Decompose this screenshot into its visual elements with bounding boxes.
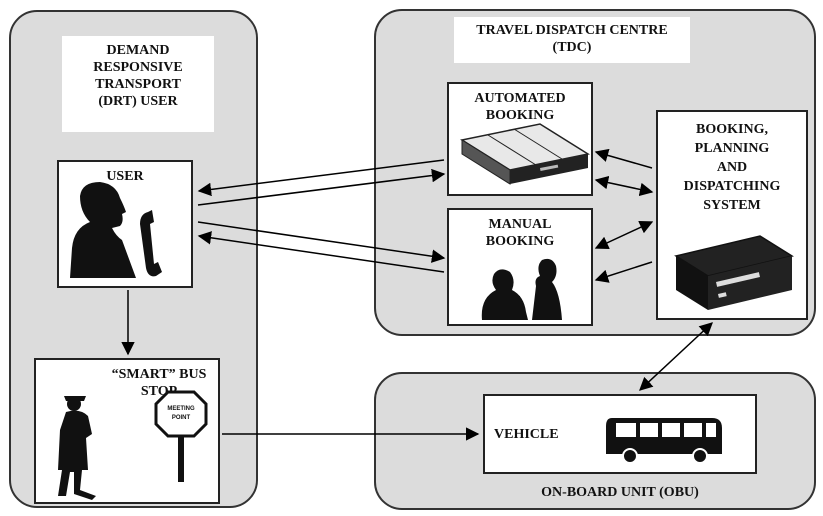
automated-booking-label: AUTOMATED BOOKING bbox=[474, 91, 566, 123]
tdc-title-box bbox=[454, 17, 690, 63]
obu-label: ON-BOARD UNIT (OBU) bbox=[541, 485, 699, 500]
drt-title-box bbox=[62, 36, 214, 132]
manual-booking-label: MANUAL BOOKING bbox=[485, 217, 555, 249]
drt-panel-title: DEMAND RESPONSIVE TRANSPORT (DRT) USER bbox=[93, 43, 183, 109]
bpd-system-label: BOOKING, PLANNING AND DISPATCHING SYSTEM bbox=[683, 122, 781, 213]
vehicle-label: VEHICLE bbox=[494, 427, 559, 442]
tdc-panel-title: TRAVEL DISPATCH CENTRE (TDC) bbox=[476, 23, 668, 55]
user-label: USER bbox=[106, 169, 144, 184]
smart-bus-stop-label: “SMART” BUS STOP bbox=[111, 367, 207, 399]
